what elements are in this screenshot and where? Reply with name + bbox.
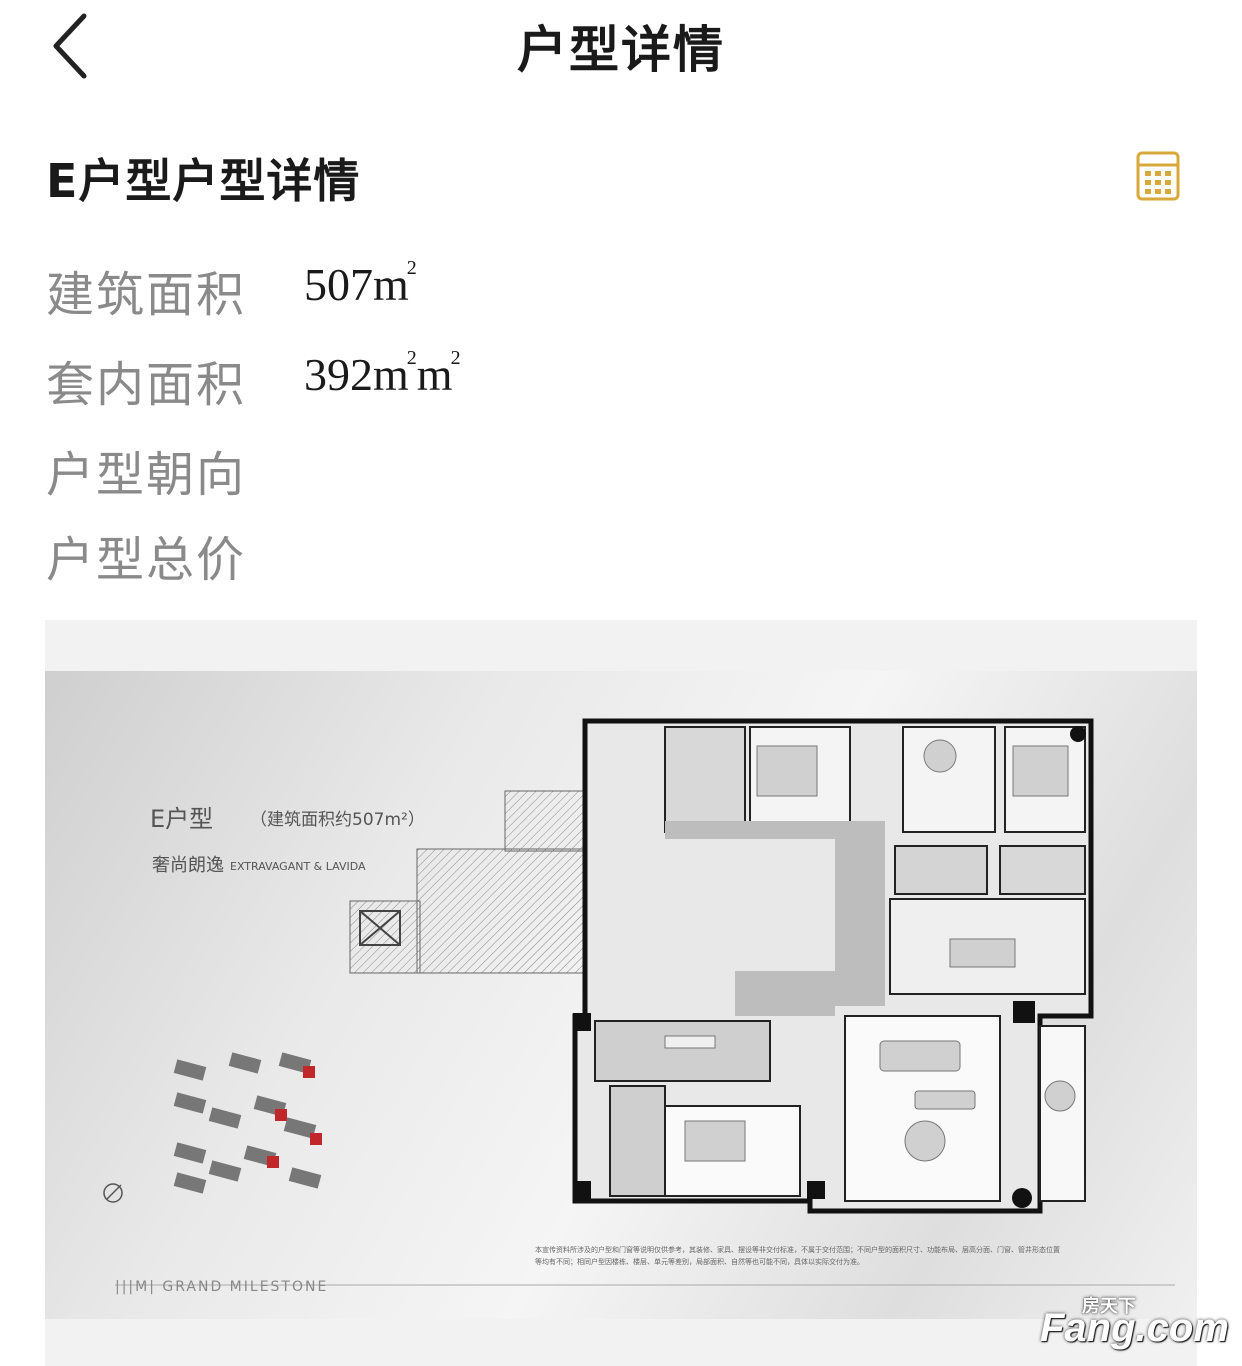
floor-plan-series-en: EXTRAVAGANT & LAVIDA [230, 860, 366, 873]
nav-bar: 户型详情 [0, 0, 1242, 100]
floor-plan-container[interactable]: E户型 （建筑面积约507m²） 奢尚朗逸 EXTRAVAGANT & LAVI… [45, 620, 1197, 1366]
calculator-icon [1136, 151, 1180, 201]
floor-plan-brand: |||M| GRAND MILESTONE [115, 1279, 329, 1295]
detail-label: 套内面积 [46, 357, 247, 413]
detail-value: 392m2m2 [304, 347, 461, 400]
detail-label: 户型朝向 [46, 447, 247, 503]
back-button[interactable] [40, 8, 112, 84]
floor-plan-heading: E户型 [150, 805, 214, 833]
chevron-left-icon [53, 13, 87, 79]
watermark-top-text: 房天下 [1082, 1296, 1136, 1317]
floor-plan-image: E户型 （建筑面积约507m²） 奢尚朗逸 EXTRAVAGANT & LAVI… [45, 671, 1197, 1319]
watermark-main-text: Fang.com [1040, 1306, 1229, 1350]
page-title: 户型详情 [517, 21, 725, 79]
compass-icon [103, 1183, 123, 1203]
calculator-button[interactable] [1134, 150, 1182, 202]
detail-label: 户型总价 [46, 532, 247, 588]
unit-detail-title: E户型户型详情 [46, 154, 361, 208]
detail-label: 建筑面积 [46, 267, 247, 323]
floor-plan-drawing [103, 718, 1175, 1286]
floor-plan-disclaimer: 本宣传资料所涉及的户型和门窗等说明仅供参考，其装修、家具、摆设等非交付标准，不属… [535, 1246, 1060, 1266]
floor-plan-series-cn: 奢尚朗逸 [152, 855, 224, 876]
floor-plan-area-note: （建筑面积约507m²） [250, 810, 425, 830]
watermark-logo: 房天下 Fang.com [1040, 1290, 1230, 1352]
detail-value: 507m2 [304, 257, 417, 310]
